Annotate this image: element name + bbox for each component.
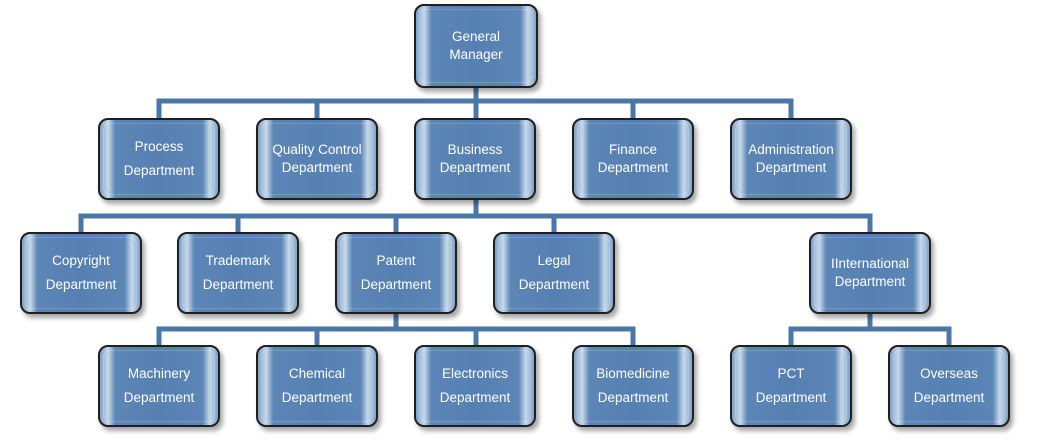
- legal-department-line1: Legal: [537, 253, 571, 269]
- patent-department-line1: Patent: [376, 253, 416, 269]
- process-department-line2: Department: [123, 163, 195, 178]
- international-department-label: IInternational Department: [831, 255, 909, 291]
- biomedicine-department-line2: Department: [597, 390, 669, 405]
- trademark-department-line2: Department: [202, 277, 274, 292]
- trademark-department-label: Trademark Department: [203, 249, 274, 296]
- copyright-department-label: Copyright Department: [46, 249, 117, 296]
- electronics-department-line1: Electronics: [441, 366, 508, 382]
- quality-control-department-box: Quality Control Department: [256, 118, 378, 200]
- process-department-line1: Process: [134, 139, 184, 155]
- electronics-department-line2: Department: [439, 390, 511, 405]
- finance-department-label: Finance Department: [598, 141, 669, 177]
- electronics-department-label: Electronics Department: [440, 362, 511, 409]
- machinery-department-label: Machinery Department: [124, 362, 195, 409]
- general-manager-line1: General: [451, 28, 500, 44]
- pct-department-line2: Department: [755, 390, 827, 405]
- biomedicine-department-line1: Biomedicine: [596, 366, 670, 382]
- overseas-department-label: Overseas Department: [914, 362, 985, 409]
- business-department-line2: Department: [439, 160, 511, 175]
- patent-department-label: Patent Department: [361, 249, 432, 296]
- legal-department-label: Legal Department: [519, 249, 590, 296]
- legal-department-box: Legal Department: [493, 232, 615, 314]
- biomedicine-department-box: Biomedicine Department: [572, 345, 694, 427]
- chemical-department-line2: Department: [281, 390, 353, 405]
- copyright-department-line1: Copyright: [52, 253, 110, 269]
- overseas-department-line1: Overseas: [920, 366, 978, 382]
- business-department-box: Business Department: [414, 118, 536, 200]
- process-department-label: Process Department: [124, 135, 195, 182]
- connector-group: [78, 85, 952, 348]
- biomedicine-department-label: Biomedicine Department: [596, 362, 670, 409]
- trademark-department-box: Trademark Department: [177, 232, 299, 314]
- chemical-department-line1: Chemical: [288, 366, 346, 382]
- trademark-department-line1: Trademark: [205, 253, 271, 269]
- finance-department-line1: Finance: [608, 141, 657, 157]
- machinery-department-box: Machinery Department: [98, 345, 220, 427]
- international-department-box: IInternational Department: [809, 232, 931, 314]
- international-department-line1: IInternational: [830, 255, 910, 271]
- patent-department-box: Patent Department: [335, 232, 457, 314]
- pct-department-box: PCT Department: [730, 345, 852, 427]
- copyright-department-box: Copyright Department: [20, 232, 142, 314]
- administration-department-line1: Administration: [748, 141, 834, 157]
- pct-department-line1: PCT: [777, 366, 805, 382]
- chemical-department-box: Chemical Department: [256, 345, 378, 427]
- business-department-line1: Business: [447, 141, 503, 157]
- administration-department-label: Administration Department: [748, 141, 834, 177]
- machinery-department-line2: Department: [123, 390, 195, 405]
- legal-department-line2: Department: [518, 277, 590, 292]
- chemical-department-label: Chemical Department: [282, 362, 353, 409]
- administration-department-box: Administration Department: [730, 118, 852, 200]
- quality-control-department-line1: Quality Control: [272, 141, 362, 157]
- pct-department-label: PCT Department: [756, 362, 827, 409]
- finance-department-line2: Department: [597, 160, 669, 175]
- process-department-box: Process Department: [98, 118, 220, 200]
- quality-control-department-line2: Department: [281, 160, 353, 175]
- administration-department-line2: Department: [755, 160, 827, 175]
- business-department-label: Business Department: [440, 141, 511, 177]
- overseas-department-box: Overseas Department: [888, 345, 1010, 427]
- electronics-department-box: Electronics Department: [414, 345, 536, 427]
- general-manager-box: General Manager: [414, 4, 538, 88]
- finance-department-box: Finance Department: [572, 118, 694, 200]
- machinery-department-line1: Machinery: [127, 366, 191, 382]
- general-manager-line2: Manager: [449, 47, 503, 62]
- international-department-line2: Department: [834, 274, 906, 289]
- patent-department-line2: Department: [360, 277, 432, 292]
- copyright-department-line2: Department: [45, 277, 117, 292]
- overseas-department-line2: Department: [913, 390, 985, 405]
- general-manager-label: General Manager: [449, 28, 502, 64]
- quality-control-department-label: Quality Control Department: [272, 141, 361, 177]
